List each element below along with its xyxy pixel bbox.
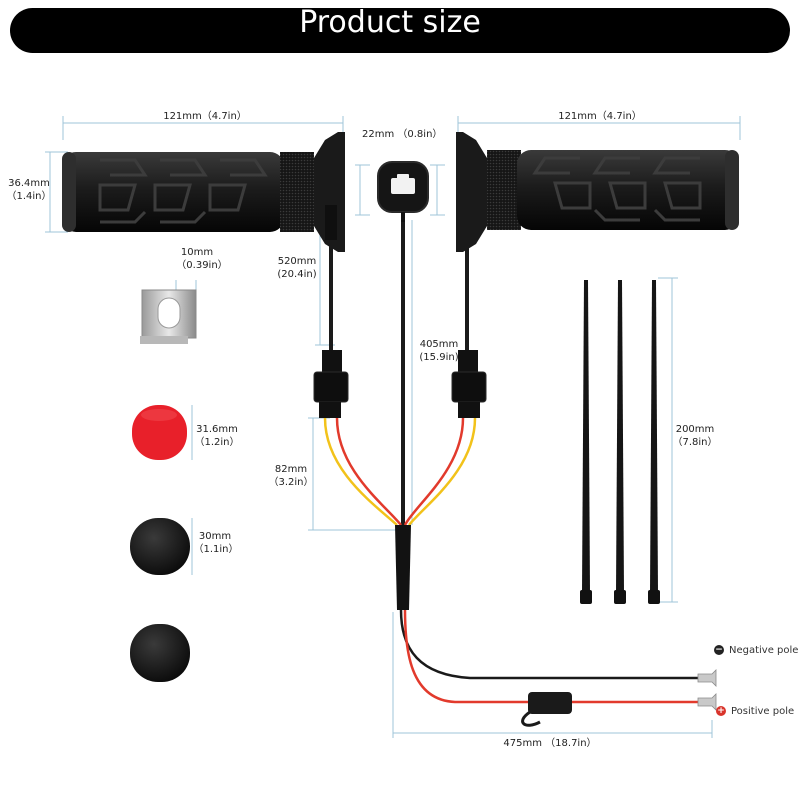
junction-sleeve [395,525,411,610]
grip-diameter-mm-label: 36.4mm [8,178,50,189]
zip-tie-in-label: （7.8in） [672,437,718,448]
cable-left-mm-label: 520mm [277,256,317,267]
grip-length-left-label: 121mm（4.7in） [163,111,247,122]
switch-button [377,161,429,225]
pads [130,405,190,682]
switch-width-label: 22mm （0.8in） [362,129,443,140]
plus-icon: + [716,706,726,716]
black-cables [329,222,469,535]
bracket-in-label: （0.39in） [176,260,228,271]
signal-wires [323,417,477,526]
positive-pole-label: + Positive pole [716,706,794,717]
title-banner [10,8,790,53]
mounting-bracket [140,289,197,344]
bracket-mm-label: 10mm [180,247,214,258]
power-wires [399,609,700,704]
positive-pole-text: Positive pole [731,706,795,717]
connectors [313,350,487,418]
cable-right-mm-label: 405mm [419,339,459,350]
power-cable-label: 475mm （18.7in） [503,738,597,749]
connector-mm-label: 82mm [274,464,308,475]
negative-pole-label: −Negative pole [714,645,798,656]
pad-red-in-label: （1.2in） [194,437,240,448]
page-title: Product size [299,5,481,40]
grip-diameter-in-label: （1.4in） [6,191,52,202]
negative-pole-text: Negative pole [729,645,799,656]
pad-black-mm-label: 30mm [198,531,232,542]
minus-icon: − [714,645,724,655]
pad-black-in-label: （1.1in） [193,544,239,555]
zip-ties [580,280,660,604]
grip-length-right-label: 121mm（4.7in） [558,111,642,122]
connector-in-label: （3.2in） [268,477,314,488]
cable-right-in-label: (15.9in) [419,352,459,363]
fuse-holder [521,692,572,727]
zip-tie-mm-label: 200mm [675,424,715,435]
left-grip [62,132,345,252]
pad-red-mm-label: 31.6mm [196,424,238,435]
right-grip [456,132,739,252]
spade-terminals [697,669,717,711]
cable-left-in-label: (20.4in) [277,269,317,280]
